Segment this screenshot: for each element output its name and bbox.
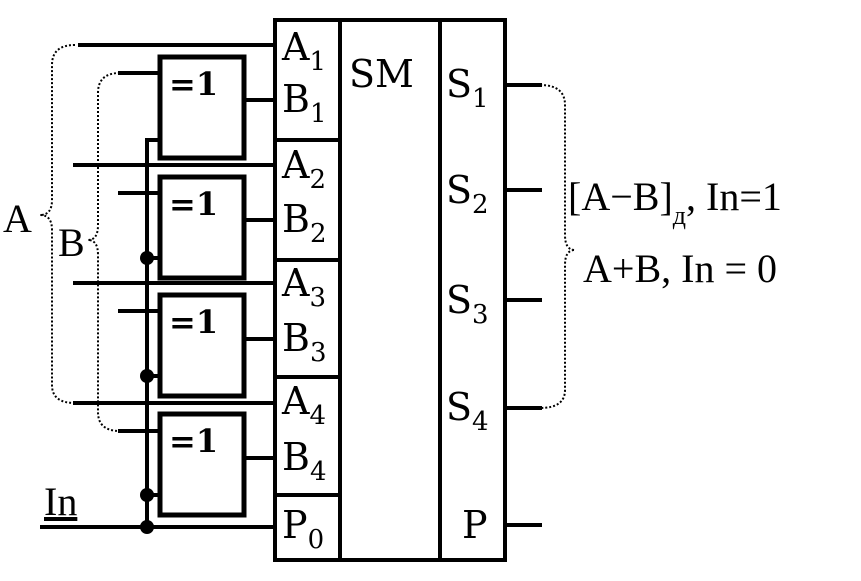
xor-gate-1 [157, 54, 247, 161]
result-add-label: A+B, In = 0 [583, 246, 777, 291]
pin-p-label: P [462, 503, 488, 547]
xor-gate-2 [157, 174, 247, 281]
gate-2-label: =1 [169, 185, 218, 223]
junction-dot [140, 369, 154, 383]
brace-a [39, 44, 76, 404]
xor-gate-3 [157, 292, 247, 399]
pin-s2-label: S2 [446, 168, 489, 220]
pin-b2-label: B2 [282, 197, 326, 249]
sm-block-frame [273, 18, 507, 562]
pin-a4-label: A4 [281, 379, 326, 431]
gate-1-label: =1 [169, 65, 218, 103]
pin-a3-label: A3 [281, 261, 326, 313]
brace-b [87, 72, 121, 432]
pin-a1-label: A1 [281, 25, 326, 77]
pin-s3-label: S3 [446, 278, 489, 330]
pin-b1-label: B1 [282, 77, 326, 129]
pin-a2-label: A2 [281, 143, 326, 195]
result-subtract-label: [A−B]д, In=1 [568, 174, 782, 230]
sm-label: SM [349, 52, 414, 96]
gate-3-label: =1 [169, 303, 218, 341]
brace-result [539, 84, 576, 409]
junction-dot [140, 488, 154, 502]
in-label: In [44, 479, 77, 524]
junctions [140, 251, 154, 534]
bus-b-label: B [58, 220, 85, 265]
xor-gate-4 [157, 411, 247, 518]
pin-b3-label: B3 [282, 316, 326, 368]
junction-dot [140, 520, 154, 534]
bus-a-label: A [3, 196, 32, 241]
xor-gates [157, 54, 247, 518]
braces [39, 44, 576, 432]
pin-s4-label: S4 [446, 385, 489, 437]
junction-dot [140, 251, 154, 265]
gate-4-label: =1 [169, 422, 218, 460]
pin-p0-label: P0 [282, 503, 324, 555]
pin-s1-label: S1 [446, 62, 489, 114]
pin-b4-label: B4 [282, 435, 326, 487]
sm-block [273, 18, 507, 562]
